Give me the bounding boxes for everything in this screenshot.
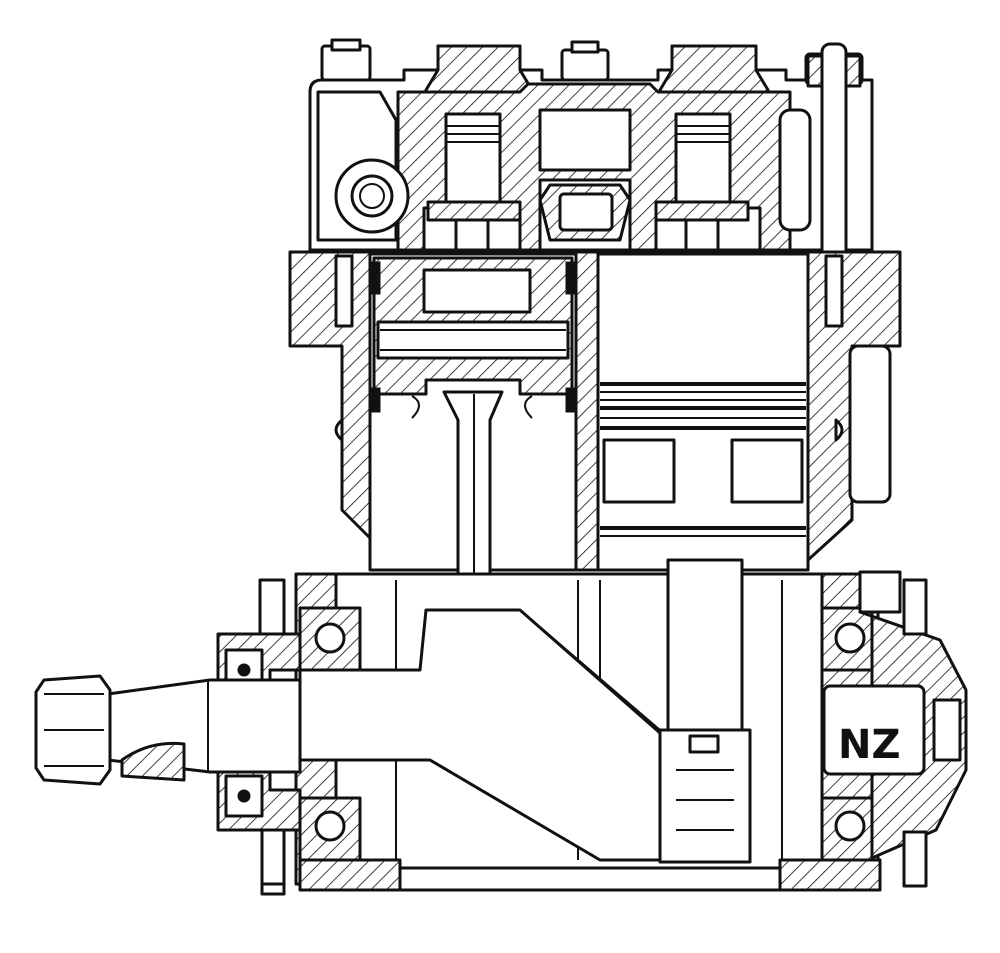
left-piston (371, 256, 575, 419)
right-piston (600, 382, 806, 537)
cylinder-head (308, 38, 874, 332)
rear-cover: NZ (822, 570, 968, 888)
crankshaft (298, 558, 752, 864)
drive-shaft (34, 674, 302, 786)
marking-label: NZ (838, 722, 900, 768)
bearings (298, 606, 880, 862)
